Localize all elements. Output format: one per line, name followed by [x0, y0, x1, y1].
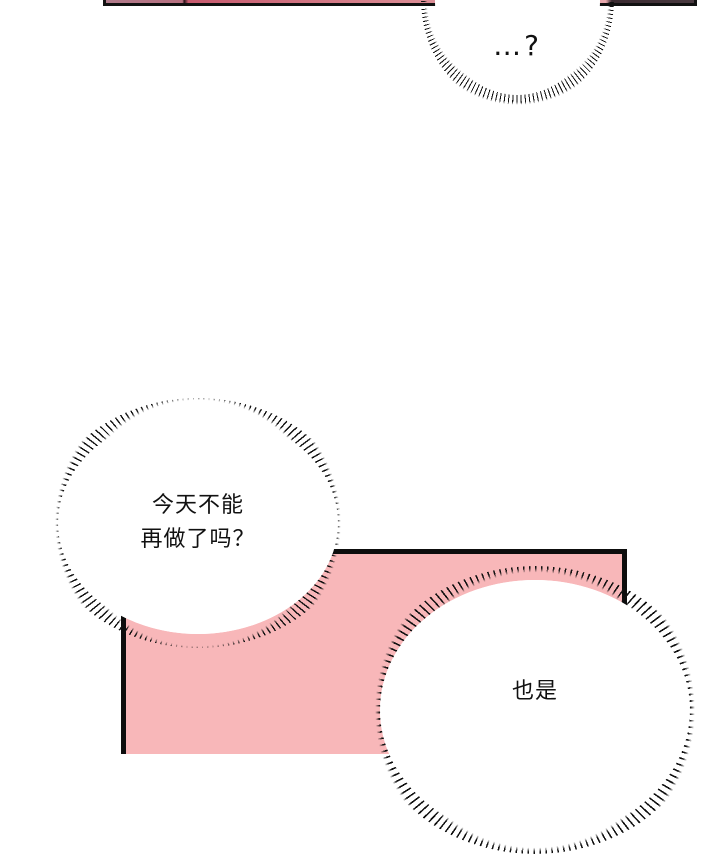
- bubble-text: 今天不能 再做了吗？: [140, 493, 256, 552]
- thought-bubble-partial: 也是: [380, 580, 690, 840]
- thought-bubble-question: 今天不能 再做了吗？: [58, 412, 338, 634]
- bubble-text: …?: [493, 29, 542, 62]
- bubble-text: 也是: [511, 679, 558, 704]
- thought-bubble-ellipsis: …?: [435, 0, 600, 95]
- top-comic-panel: [103, 0, 697, 6]
